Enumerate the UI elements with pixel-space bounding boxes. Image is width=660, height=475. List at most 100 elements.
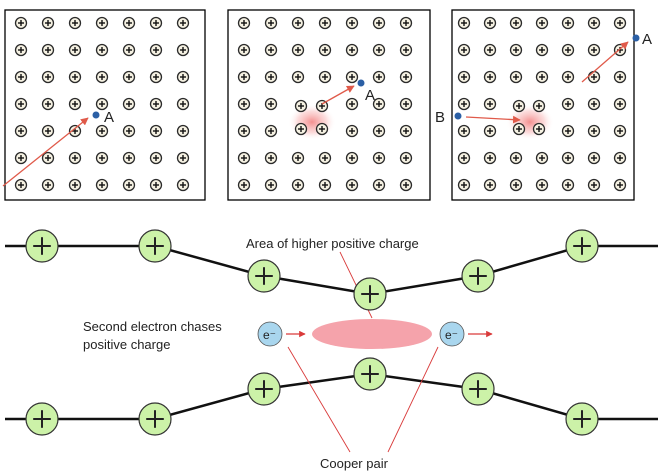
lattice-ion	[457, 43, 471, 57]
lattice-ion	[509, 43, 523, 57]
electron-right: e⁻	[439, 321, 465, 347]
lattice-ion	[535, 151, 549, 165]
lattice-ion	[41, 70, 55, 84]
lattice-ion	[399, 178, 413, 192]
lattice-ion	[345, 97, 359, 111]
large-positive-ion	[138, 229, 172, 263]
lattice-ion	[587, 151, 601, 165]
lattice-ion	[509, 70, 523, 84]
electron-left-symbol: e⁻	[263, 328, 276, 342]
panel-3-electron-a-path-arrow	[581, 41, 629, 83]
chase-label-line-1: Second electron chases	[83, 319, 222, 334]
lattice-ion	[509, 178, 523, 192]
lattice-ion	[176, 16, 190, 30]
lattice-ion	[345, 151, 359, 165]
lattice-ion	[122, 70, 136, 84]
lattice-ion	[587, 70, 601, 84]
lattice-ion	[14, 16, 28, 30]
lattice-ion	[95, 151, 109, 165]
lattice-ion	[561, 70, 575, 84]
cooper-pair-lower-diagram: e⁻ e⁻ Area of higher positive charge Sec…	[5, 229, 658, 471]
lattice-ion	[68, 178, 82, 192]
large-positive-ion	[461, 259, 495, 293]
lattice-ion	[14, 151, 28, 165]
lattice-ion	[14, 70, 28, 84]
lattice-ion	[318, 178, 332, 192]
lattice-ion	[613, 124, 627, 138]
lattice-ion	[535, 43, 549, 57]
lattice-ion	[237, 70, 251, 84]
panel-2-frame	[227, 9, 431, 201]
lattice-ion	[294, 122, 308, 136]
lattice-ion	[149, 97, 163, 111]
lattice-ion	[372, 16, 386, 30]
panel-3-electron-a	[632, 34, 640, 42]
lattice-ion	[264, 16, 278, 30]
lattice-ion	[613, 97, 627, 111]
large-positive-ion	[25, 402, 59, 436]
lattice-ion	[457, 178, 471, 192]
lattice-ion	[95, 124, 109, 138]
panel-1-electron-a	[92, 111, 100, 119]
lattice-ion	[457, 124, 471, 138]
panel-3-label-a: A	[642, 31, 652, 48]
lattice-ion	[587, 178, 601, 192]
lattice-ion	[372, 97, 386, 111]
lattice-ion	[95, 43, 109, 57]
lattice-ion	[483, 16, 497, 30]
lattice-panel-1: A	[2, 9, 206, 201]
lattice-ion	[483, 97, 497, 111]
electron-left: e⁻	[257, 321, 283, 347]
lattice-ion	[68, 97, 82, 111]
large-positive-ion	[138, 402, 172, 436]
lattice-ion	[318, 70, 332, 84]
panel-1-label-a: A	[104, 109, 114, 126]
lattice-ion	[561, 151, 575, 165]
lattice-ion	[512, 122, 526, 136]
lower-lattice-line	[5, 372, 658, 421]
large-positive-ion	[353, 357, 387, 391]
lattice-ion	[291, 178, 305, 192]
lattice-ion	[532, 122, 546, 136]
large-positive-ion	[353, 277, 387, 311]
chase-label-line-2: positive charge	[83, 337, 170, 352]
lattice-ion	[176, 97, 190, 111]
electron-right-symbol: e⁻	[445, 328, 458, 342]
lattice-ion	[291, 43, 305, 57]
large-positive-ion	[565, 402, 599, 436]
lattice-ion	[483, 178, 497, 192]
lattice-ion	[95, 16, 109, 30]
lattice-ion	[291, 151, 305, 165]
lattice-ion	[587, 43, 601, 57]
lattice-ion	[372, 151, 386, 165]
lattice-ion	[532, 99, 546, 113]
lattice-ion	[457, 97, 471, 111]
lattice-ion	[372, 178, 386, 192]
lattice-ion	[535, 178, 549, 192]
lattice-ion	[264, 151, 278, 165]
lattice-ion	[561, 16, 575, 30]
lattice-ion	[291, 70, 305, 84]
cooper-pair-label: Cooper pair	[320, 456, 389, 471]
lattice-ion	[122, 124, 136, 138]
lattice-ion	[14, 124, 28, 138]
lattice-ion	[399, 43, 413, 57]
cooper-pair-leader-left	[287, 346, 351, 453]
lattice-ion	[587, 16, 601, 30]
positive-charge-blob	[312, 319, 432, 349]
lattice-ion	[345, 178, 359, 192]
lattice-ion	[176, 124, 190, 138]
lattice-ion	[176, 151, 190, 165]
large-positive-ion	[247, 259, 281, 293]
cooper-pair-leader-right	[387, 346, 439, 453]
lattice-ion	[372, 124, 386, 138]
large-positive-ion	[461, 372, 495, 406]
lattice-ion	[535, 70, 549, 84]
lattice-panel-3: A B	[435, 9, 652, 201]
lattice-ion	[41, 16, 55, 30]
lattice-ion	[237, 16, 251, 30]
lattice-ion	[315, 122, 329, 136]
lattice-ion	[399, 97, 413, 111]
lattice-ion	[535, 16, 549, 30]
lattice-ion	[95, 178, 109, 192]
